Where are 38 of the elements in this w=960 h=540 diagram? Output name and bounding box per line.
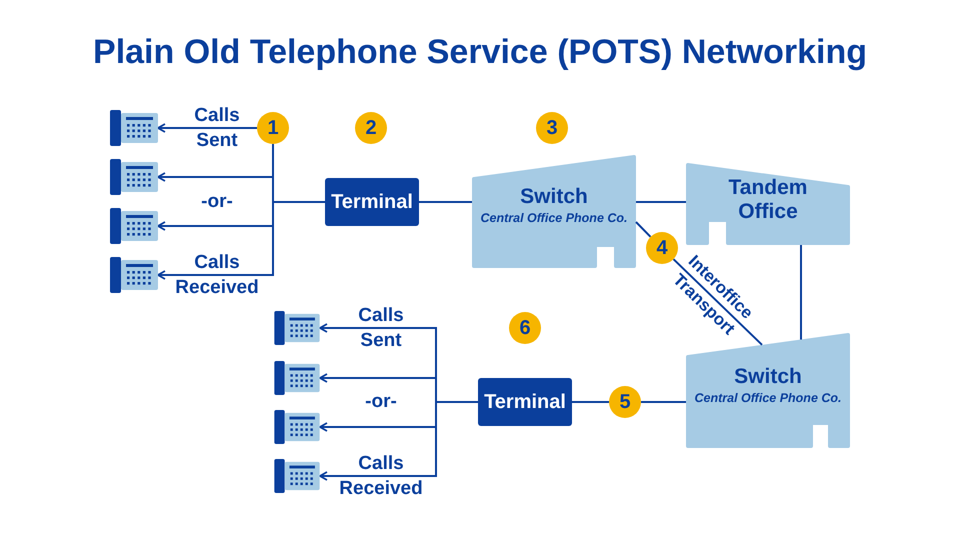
telephone-icon [110,110,158,146]
arrow [157,123,257,133]
step-number-badge: 3 [536,112,568,144]
step-number-badge: 4 [646,232,678,264]
telephone-icon [274,361,320,395]
call-direction-label: Calls Sent [194,104,240,153]
arrow [319,401,478,481]
connector-line [419,201,472,203]
step-number-badge: 5 [609,386,641,418]
telephone-icon [110,208,158,244]
connector-line [572,401,609,403]
connector-line [635,221,652,238]
step-number-badge: 2 [355,112,387,144]
telephone-icon [274,459,320,493]
office-title: Tandem Office [728,176,808,224]
connector-line [641,401,686,403]
office-subtitle: Central Office Phone Co. [480,210,628,224]
arrow [157,201,325,280]
separator-text: -or- [365,390,397,414]
diagram-title: Plain Old Telephone Service (POTS) Networking [93,32,867,73]
office-title: Switch [734,364,802,388]
step-number-badge: 1 [257,112,289,144]
call-direction-label: Calls Sent [358,304,404,353]
telephone-icon [110,257,158,293]
office-title: Switch [520,184,588,208]
connector-line [800,245,802,340]
telephone-icon [274,311,320,345]
step-number-badge: 6 [509,312,541,344]
call-direction-label: Calls Received [339,452,423,501]
terminal-box: Terminal [325,178,419,226]
telephone-icon [274,410,320,444]
office-subtitle: Central Office Phone Co. [694,390,842,404]
connector-line [636,201,686,203]
telephone-icon [110,159,158,195]
separator-text: -or- [201,190,233,214]
terminal-box: Terminal [478,378,572,426]
call-direction-label: Calls Received [175,251,259,300]
connector-line [672,258,763,346]
